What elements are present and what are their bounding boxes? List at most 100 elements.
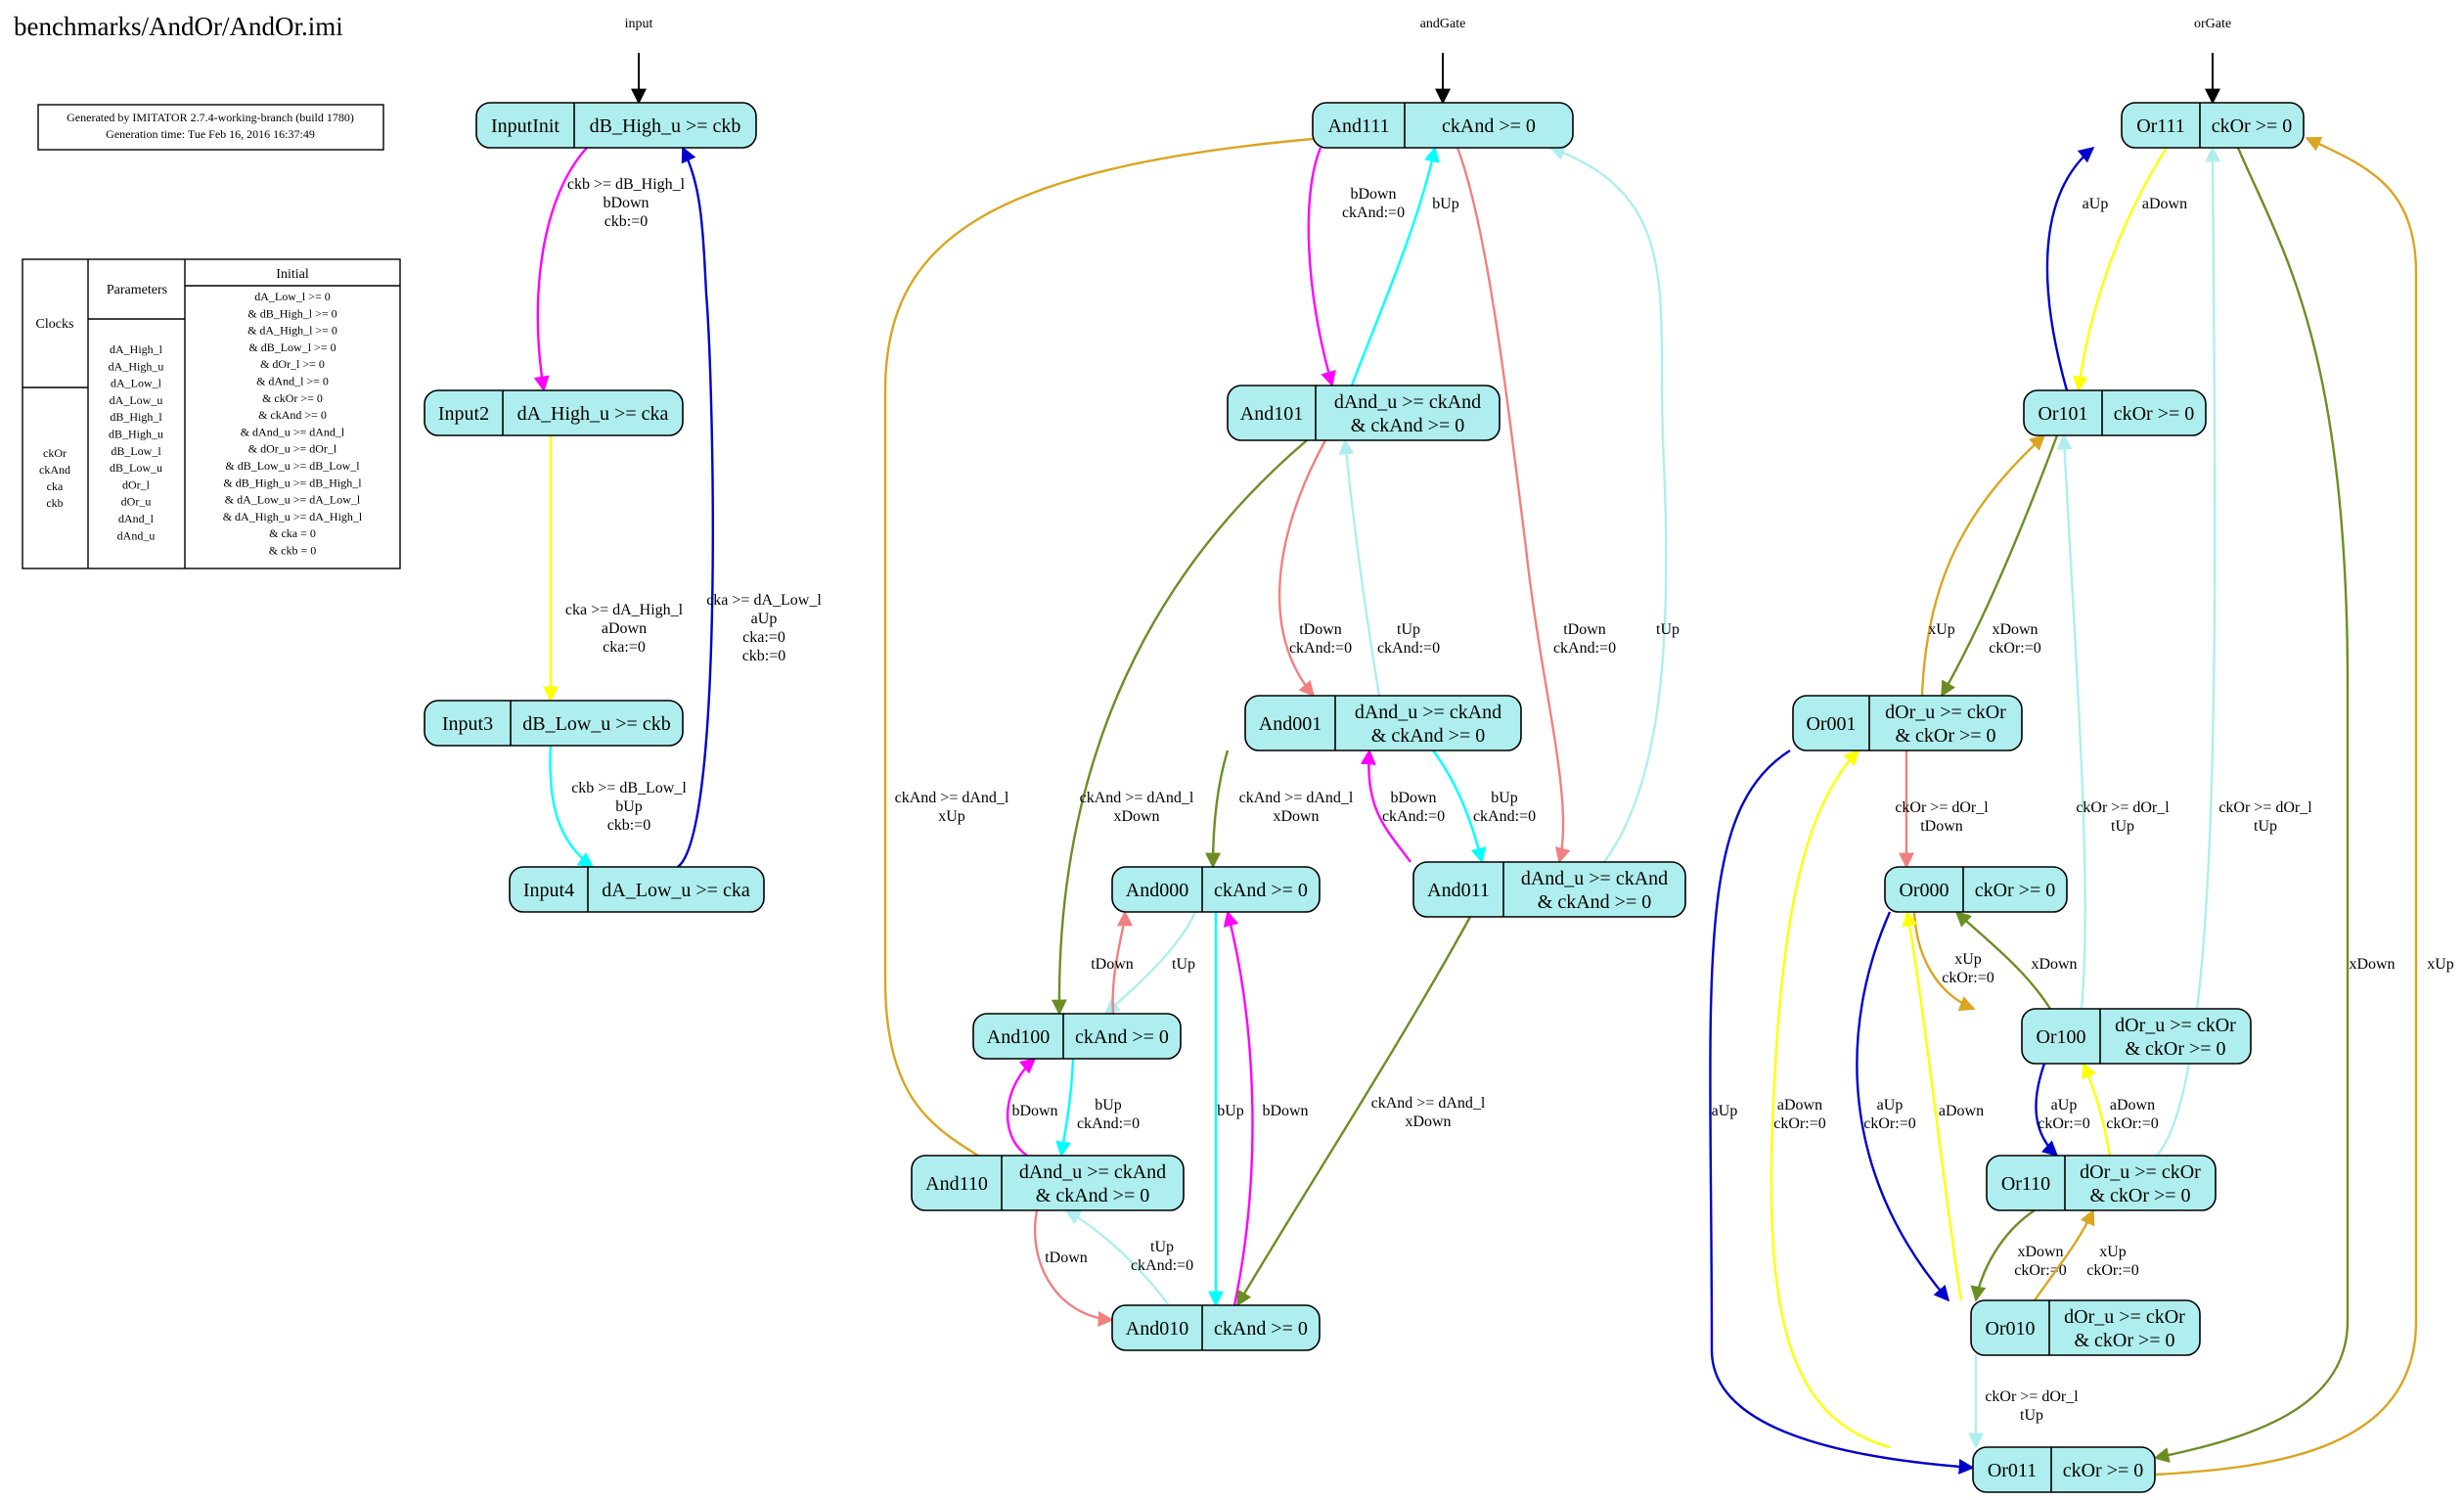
location-invariant: & ckOr >= 0 <box>2125 1038 2225 1060</box>
transition-Or110-to-Or100 <box>2082 1062 2112 1157</box>
transition-label: ckAnd:=0 <box>1553 640 1616 657</box>
transition-And111-to-And101 <box>1307 147 1336 387</box>
location-invariant: dOr_u >= ckOr <box>1885 702 2006 723</box>
location-name: Or011 <box>1988 1460 2037 1481</box>
transition-label: ckb:=0 <box>605 213 649 230</box>
generator-line: Generated by IMITATOR 2.7.4-working-bran… <box>67 111 354 124</box>
transition-label: ckAnd >= dAnd_l <box>1080 790 1194 806</box>
location-name: InputInit <box>491 115 560 137</box>
transition-And010-to-And110 <box>1064 1208 1170 1306</box>
transition-label: xUp <box>1954 951 1982 968</box>
transition-And101-to-And111 <box>1350 146 1440 386</box>
transition-label: ckOr:=0 <box>1942 970 1994 986</box>
clock-name: ckAnd <box>39 463 70 477</box>
location-invariant: & ckOr >= 0 <box>1895 725 1995 747</box>
generation-time: Generation time: Tue Feb 16, 2016 16:37:… <box>106 127 315 141</box>
transition-label: bDown <box>1390 790 1436 806</box>
transition-label: aDown <box>2142 196 2187 212</box>
generator-info-box: Generated by IMITATOR 2.7.4-working-bran… <box>37 104 384 151</box>
transition-Or011-to-Or001 <box>1770 749 1891 1449</box>
parameter-name: dA_High_l <box>110 342 163 356</box>
transition-Or010-to-Or110 <box>2034 1208 2095 1301</box>
transition-label: bDown <box>603 195 649 211</box>
transition-label: bUp <box>1217 1103 1244 1119</box>
transition-label: tDown <box>1299 621 1342 638</box>
transition-Or100-to-Or000 <box>1954 910 2052 1010</box>
transition-label: tUp <box>1656 621 1680 638</box>
location-name: And001 <box>1259 713 1322 735</box>
clock-name: ckb <box>46 496 63 510</box>
automaton-label-input: input <box>625 17 653 31</box>
location-invariant: dOr_u >= ckOr <box>2080 1161 2201 1183</box>
location-invariant: ckAnd >= 0 <box>1075 1026 1169 1048</box>
transition-Input4-to-InputInit <box>677 146 714 868</box>
location-name: Or101 <box>2038 403 2087 425</box>
transition-label: aUp <box>751 611 778 627</box>
location-name: And010 <box>1126 1318 1188 1340</box>
parameter-name: dB_Low_l <box>111 444 161 458</box>
transition-And011-to-And001 <box>1360 749 1411 863</box>
transition-label: aDown <box>1777 1097 1822 1114</box>
transition-label: xDown <box>2017 1244 2063 1260</box>
transition-Or001-to-Or011 <box>1709 749 1975 1475</box>
location-invariant: dA_High_u >= cka <box>517 403 669 425</box>
location-invariant: & ckAnd >= 0 <box>1351 415 1464 436</box>
transition-label: xDown <box>1273 808 1319 825</box>
location-name: And111 <box>1328 115 1390 137</box>
diagram-title: benchmarks/AndOr/AndOr.imi <box>14 12 343 41</box>
transition-And001-to-And011 <box>1432 750 1487 864</box>
initial-constraint: & dAnd_u >= dAnd_l <box>241 425 345 438</box>
location-invariant: & ckAnd >= 0 <box>1371 725 1485 747</box>
location-invariant: ckAnd >= 0 <box>1214 880 1308 901</box>
transition-label: ckOr:=0 <box>1863 1115 1915 1132</box>
transition-label: ckAnd:=0 <box>1377 640 1440 657</box>
location-name: Or010 <box>1985 1318 2035 1340</box>
transition-label: bDown <box>1262 1103 1308 1119</box>
transition-And110-to-And111 <box>883 130 1337 1158</box>
transition-label: xDown <box>1113 808 1159 825</box>
transition-label: xUp <box>1928 621 1955 638</box>
location-invariant: dOr_u >= ckOr <box>2064 1306 2185 1328</box>
transition-Or001-to-Or101 <box>1920 433 2046 697</box>
parameter-name: dB_High_u <box>109 428 163 441</box>
location-name: Or100 <box>2036 1026 2085 1048</box>
transition-label: ckAnd:=0 <box>1473 808 1536 825</box>
transition-label: xDown <box>1405 1114 1451 1130</box>
automaton-label-andGate: andGate <box>1420 17 1466 31</box>
clocks-header: Clocks <box>36 317 74 332</box>
transition-Or111-to-Or101 <box>2072 147 2169 392</box>
transition-label: aUp <box>2083 196 2109 212</box>
initial-constraint: dA_Low_l >= 0 <box>254 290 331 303</box>
parameter-name: dA_High_u <box>109 359 164 373</box>
transition-label: ckAnd:=0 <box>1289 640 1352 657</box>
transition-label: aUp <box>2051 1097 2078 1114</box>
transition-Or000-to-Or010 <box>1856 911 1950 1302</box>
transition-Or111-to-Or011 <box>2153 147 2350 1463</box>
transition-And100-to-And000 <box>1111 910 1133 1015</box>
transition-Input3-to-Input4 <box>549 745 595 868</box>
location-invariant: ckOr >= 0 <box>1975 880 2056 901</box>
initial-constraint: & dAnd_l >= 0 <box>256 375 329 388</box>
transition-label: ckOr:=0 <box>2086 1262 2138 1279</box>
transition-label: ckOr:=0 <box>2038 1115 2089 1132</box>
transition-label: ckb >= dB_High_l <box>567 176 686 193</box>
initial-header: Initial <box>276 267 309 282</box>
transition-label: tUp <box>1150 1239 1174 1255</box>
location-invariant: ckOr >= 0 <box>2212 115 2293 137</box>
location-invariant: dAnd_u >= ckAnd <box>1521 868 1668 889</box>
location-invariant: dA_Low_u >= cka <box>602 880 750 901</box>
location-invariant: dAnd_u >= ckAnd <box>1355 702 1501 723</box>
initial-constraint: & dB_High_u >= dB_High_l <box>223 476 362 489</box>
